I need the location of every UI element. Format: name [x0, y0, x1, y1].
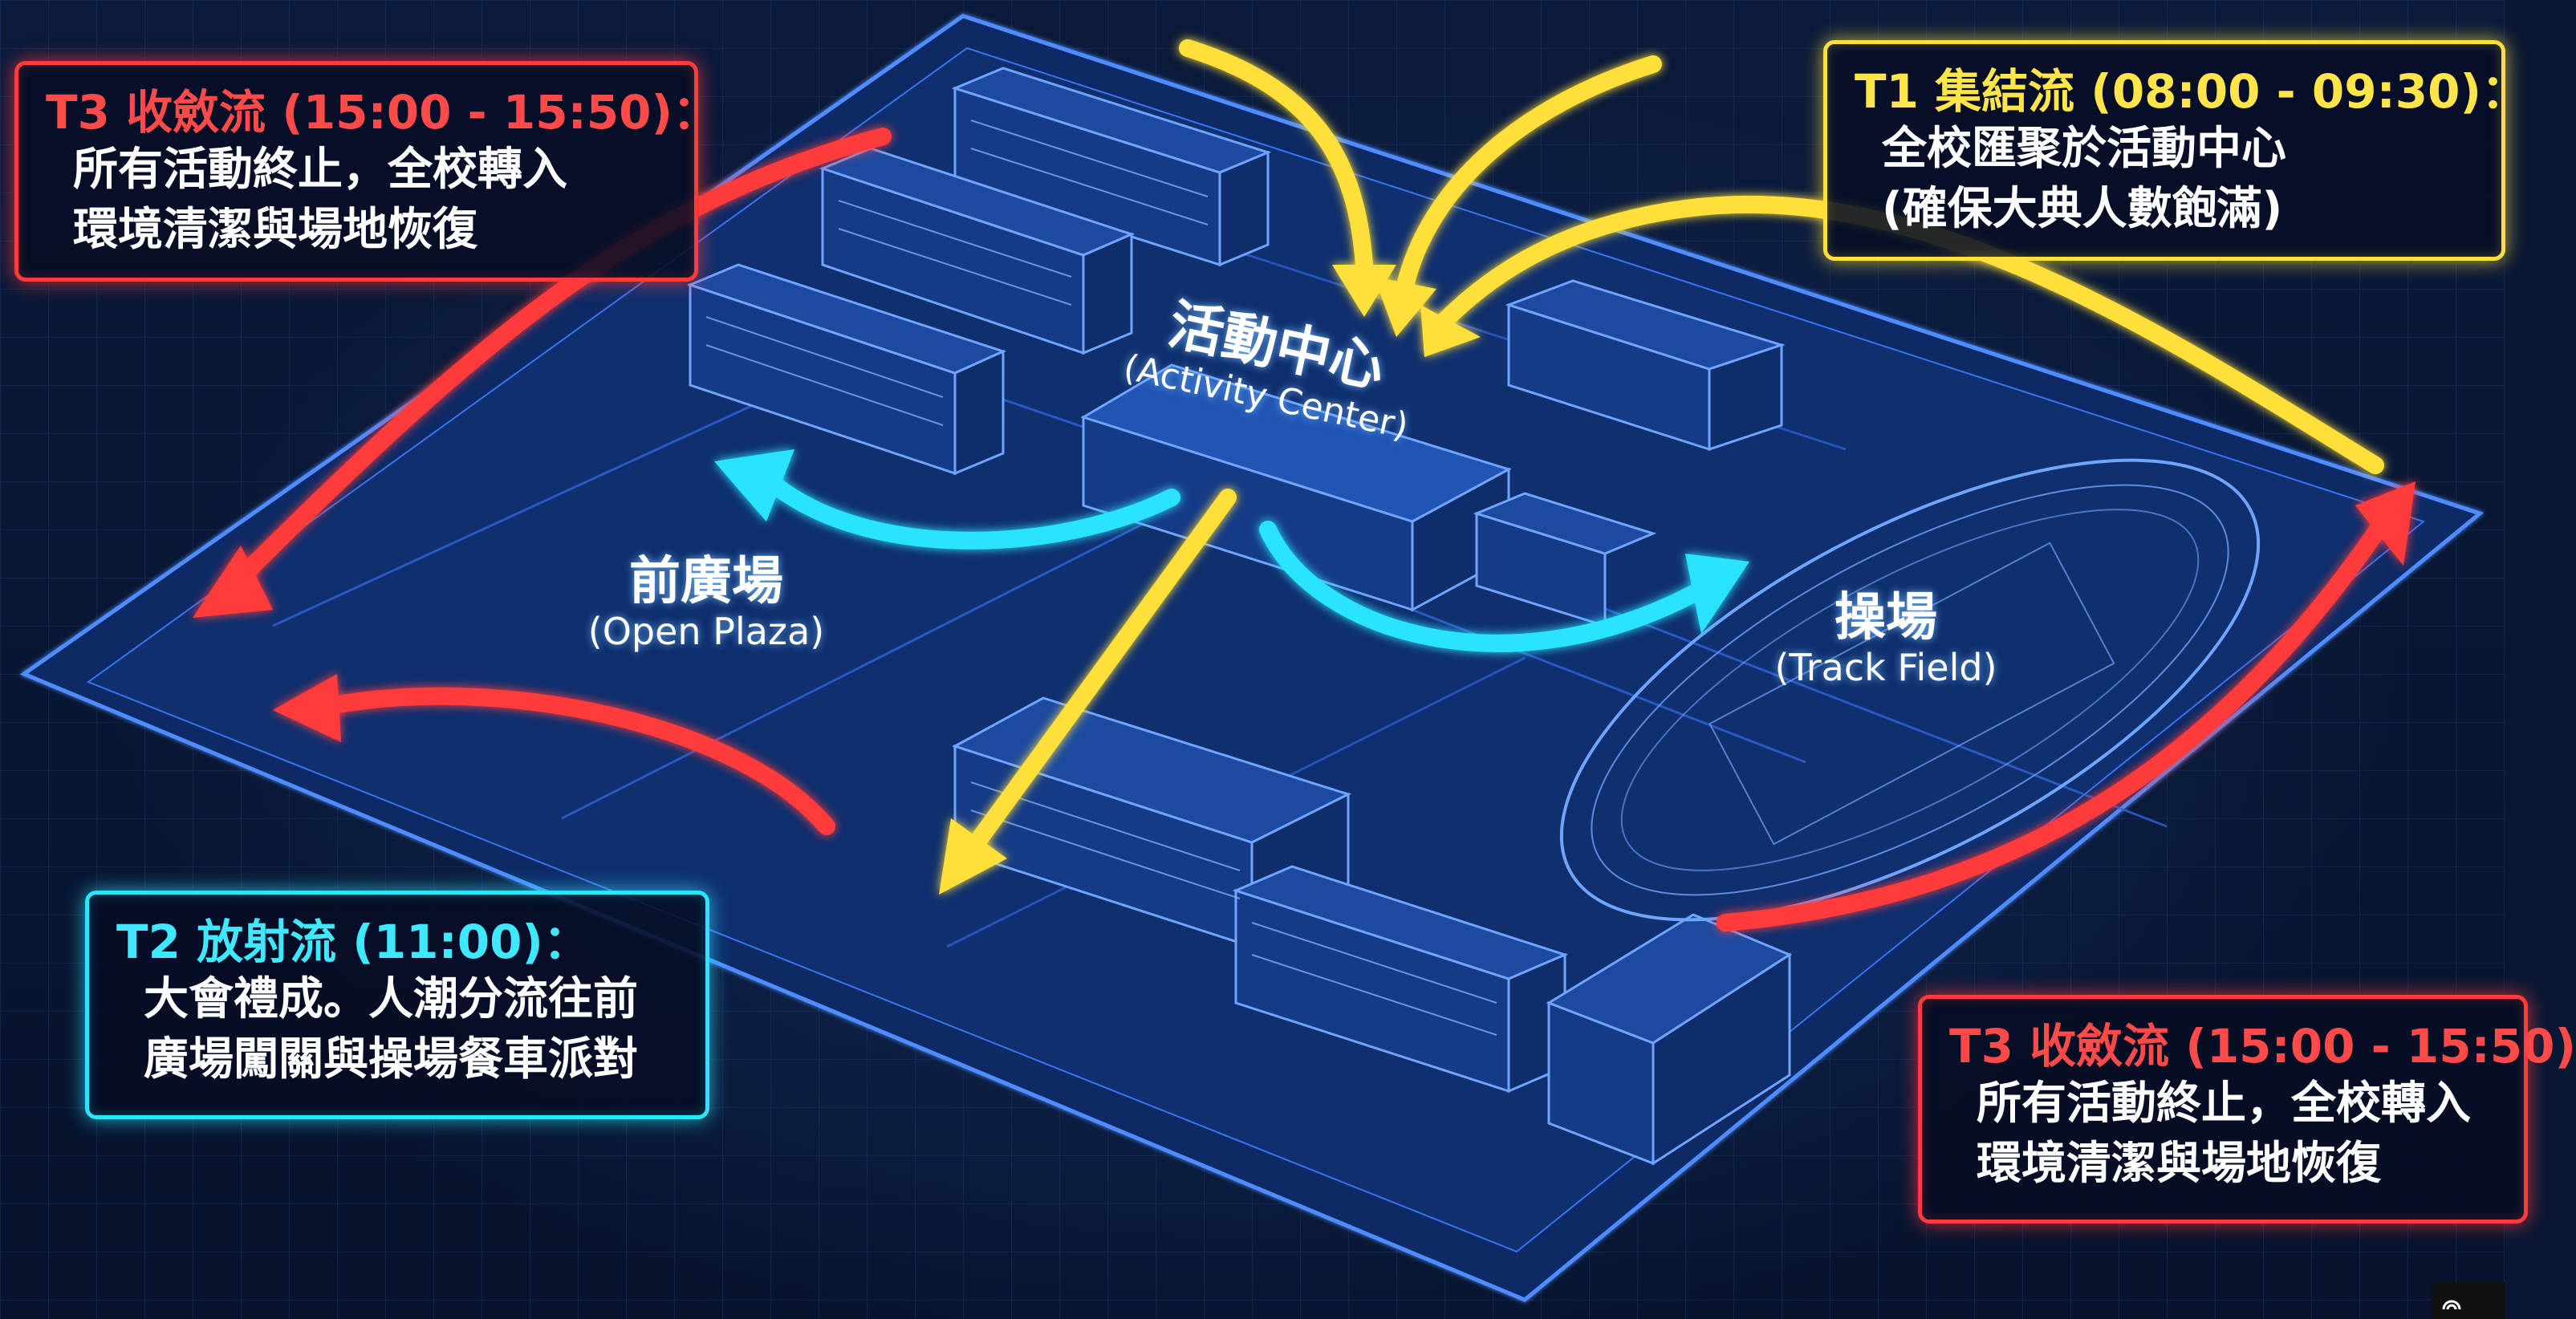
track-field-name-en: (Track Field) — [1774, 646, 1997, 690]
t1-line-1: 全校匯聚於活動中心 — [1882, 122, 2286, 175]
t2-radial-arrows — [762, 473, 1702, 652]
t3-top-title: T3 收斂流 (15:00 - 15:50)： — [46, 85, 720, 140]
t3-bottom-line-1: 所有活動終止，全校轉入 — [1977, 1077, 2471, 1130]
open-plaza-name-zh: 前廣場 — [629, 552, 783, 611]
track-field-name-zh: 操場 — [1834, 588, 1937, 647]
t3-convergence-arrows — [232, 128, 2392, 931]
track-field-label: 操場 (Track Field) — [1733, 590, 2038, 691]
t3-bottom-title: T3 收斂流 (15:00 - 15:50) — [1949, 1019, 2576, 1073]
t2-line-2: 廣場闖關與操場餐車派對 — [144, 1033, 638, 1086]
t1-line-2: (確保大典人數飽滿) — [1882, 183, 2283, 236]
open-plaza-name-en: (Open Plaza) — [587, 610, 825, 654]
t2-arrowheads — [714, 449, 1749, 634]
t2-line-1: 大會禮成。人潮分流往前 — [144, 972, 638, 1025]
running-track — [1559, 458, 2261, 922]
t3-bottom-line-2: 環境清潔與場地恢復 — [1977, 1138, 2381, 1191]
t3-arrowheads — [193, 481, 2416, 742]
t2-title: T2 放射流 (11:00)： — [116, 915, 590, 969]
t3-top-line-1: 所有活動終止，全校轉入 — [73, 143, 567, 196]
t1-annotation-card: T1 集結流 (08:00 - 09:30)： 全校匯聚於活動中心 (確保大典人… — [1823, 40, 2529, 261]
t2-annotation-card: T2 放射流 (11:00)： 大會禮成。人潮分流往前 廣場闖關與操場餐車派對 — [85, 891, 709, 1119]
campus-buildings — [686, 67, 1793, 1166]
t1-title: T1 集結流 (08:00 - 09:30)： — [1855, 64, 2529, 119]
t3-top-annotation-card: T3 收斂流 (15:00 - 15:50)： 所有活動終止，全校轉入 環境清潔… — [14, 61, 720, 282]
t3-bottom-annotation-card: T3 收斂流 (15:00 - 15:50) 所有活動終止，全校轉入 環境清潔與… — [1918, 995, 2576, 1224]
campus-platform — [19, 14, 2485, 1302]
notebooklm-logo-icon — [2442, 1300, 2461, 1310]
notebooklm-watermark — [2432, 1282, 2505, 1319]
t3-top-line-2: 環境清潔與場地恢復 — [73, 204, 477, 257]
t2-dispersal-arrow — [939, 489, 1237, 895]
t1-convergence-arrows — [1179, 39, 2384, 474]
t1-arrowheads — [1332, 265, 1481, 357]
open-plaza-label: 前廣場 (Open Plaza) — [554, 554, 859, 655]
